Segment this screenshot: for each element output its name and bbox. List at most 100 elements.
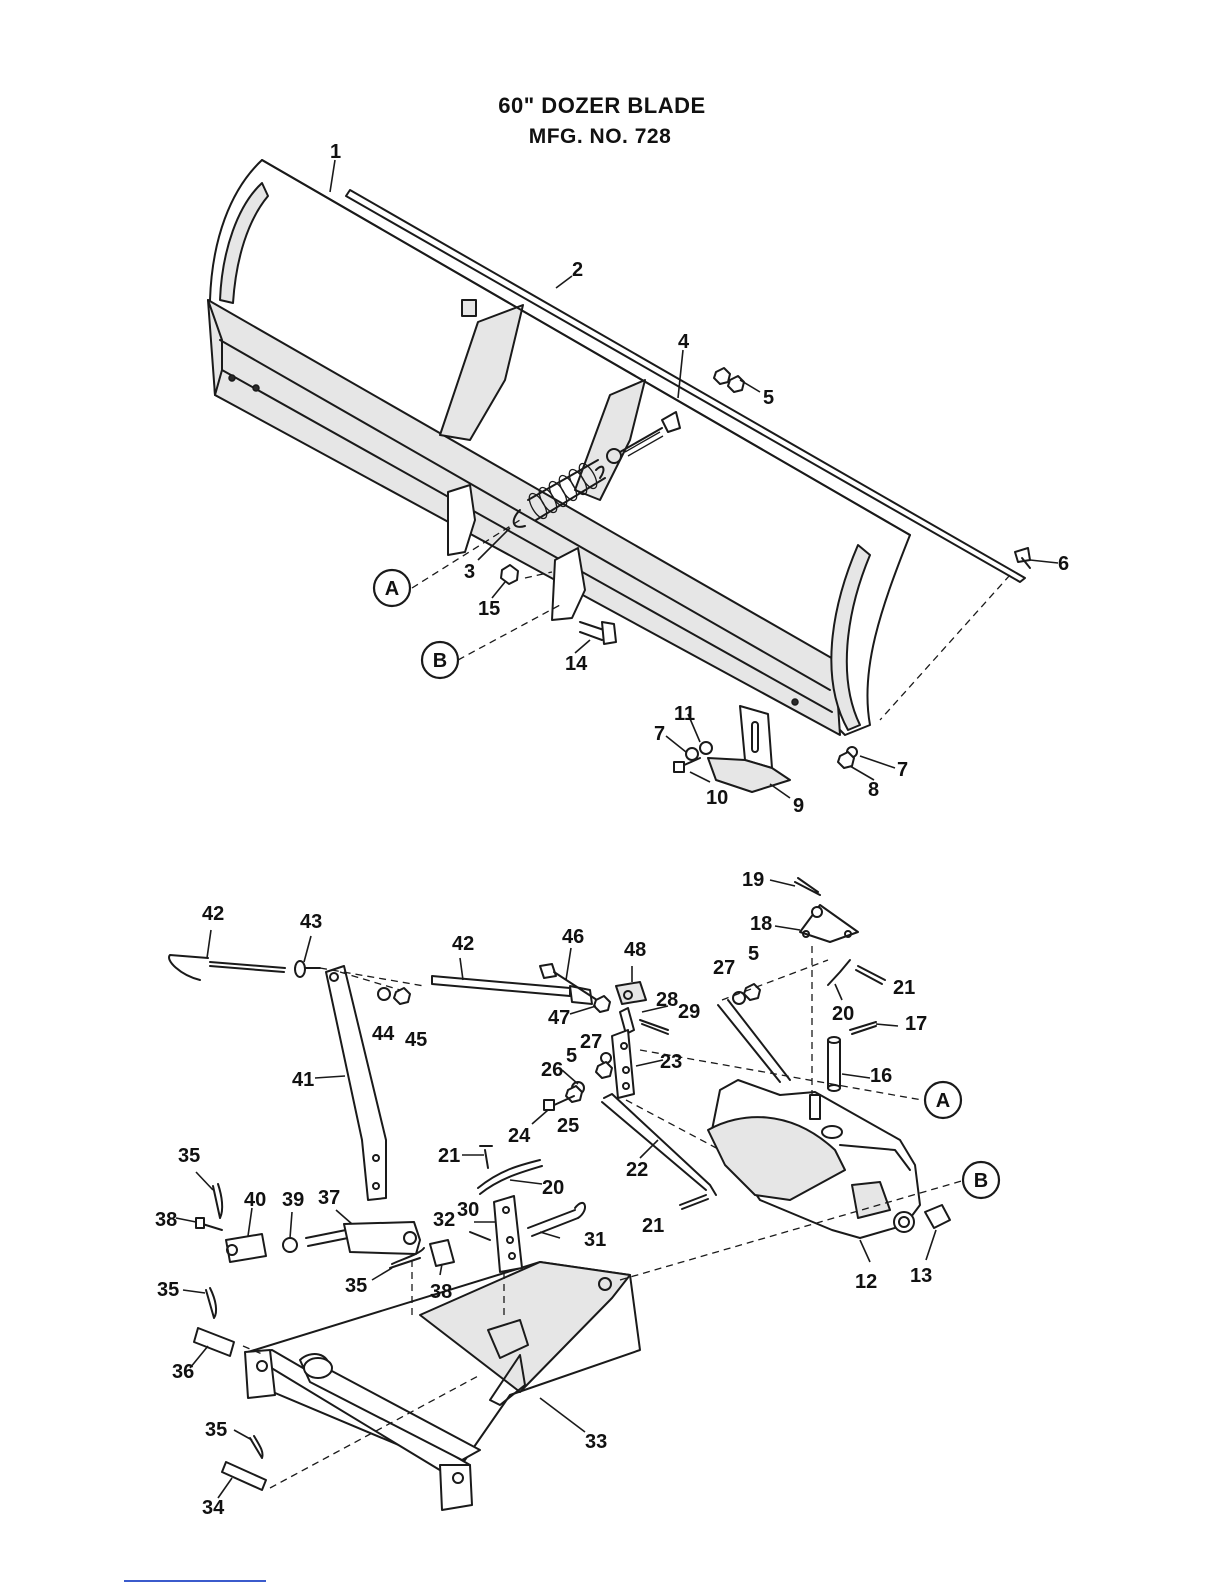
yoke-40: [226, 1234, 266, 1262]
clevis-pin-38-left: [196, 1218, 222, 1230]
lift-rod-hook: [169, 955, 285, 980]
clevis-pin-38-mid: [430, 1240, 454, 1266]
label-part-3: 3: [464, 561, 475, 583]
label-part-38-left: 38: [155, 1209, 177, 1231]
plow-bolt: [1015, 548, 1030, 568]
label-part-19: 19: [742, 869, 764, 891]
angle-link: [718, 1000, 790, 1082]
label-part-28: 28: [656, 989, 678, 1011]
bushing-13: [925, 1205, 950, 1228]
blade-clip: [462, 300, 476, 316]
bracket-23: [612, 1030, 634, 1098]
page-footer-rule: [124, 1580, 266, 1582]
label-part-40: 40: [244, 1189, 266, 1211]
blade-mount-bracket-a: [448, 485, 475, 555]
label-part-21-mid: 21: [438, 1145, 460, 1167]
label-part-14: 14: [565, 653, 588, 675]
pivot-pin: [828, 1037, 840, 1091]
label-part-25: 25: [557, 1115, 579, 1137]
callout-b-lower: B: [963, 1162, 999, 1198]
label-part-6: 6: [1058, 553, 1069, 575]
svg-text:B: B: [433, 650, 447, 672]
label-part-35-c: 35: [157, 1279, 179, 1301]
label-part-4: 4: [678, 331, 690, 353]
connecting-rod-22: [602, 1094, 716, 1195]
cotter-pin-19: [795, 878, 820, 895]
label-part-38-mid: 38: [430, 1281, 452, 1303]
label-part-42-left: 42: [202, 903, 224, 925]
hair-pin-35-c: [206, 1288, 216, 1318]
label-part-23: 23: [660, 1051, 682, 1073]
label-part-30: 30: [457, 1199, 479, 1221]
label-part-27-mid: 27: [580, 1031, 602, 1053]
label-part-47: 47: [548, 1007, 570, 1029]
label-part-21-upper: 21: [893, 977, 915, 999]
label-part-7-right: 7: [897, 759, 908, 781]
nuts: [714, 368, 744, 392]
label-part-5-mid: 5: [566, 1045, 577, 1067]
lift-arm: [326, 966, 386, 1200]
svg-text:A: A: [936, 1090, 950, 1112]
nut-39: [283, 1238, 297, 1252]
label-part-39: 39: [282, 1189, 304, 1211]
label-part-36: 36: [172, 1361, 194, 1383]
bolt-14: [580, 622, 616, 644]
cotter-pin-21-upper: [856, 966, 885, 984]
callout-b-upper: B: [422, 642, 458, 678]
label-part-35-b: 35: [345, 1275, 367, 1297]
label-part-8: 8: [868, 779, 879, 801]
label-part-11: 11: [674, 703, 695, 725]
label-part-1: 1: [330, 141, 341, 163]
nut-5-mid: [596, 1062, 612, 1078]
label-part-41: 41: [292, 1069, 314, 1091]
callout-a-upper: A: [374, 570, 410, 606]
blade-mount-bracket-b: [552, 548, 585, 620]
label-part-9: 9: [793, 795, 804, 817]
lock-handle-20: [828, 960, 850, 985]
callout-a-lower: A: [925, 1082, 961, 1118]
bolt-24: [544, 1096, 574, 1110]
label-part-21-lower: 21: [642, 1215, 664, 1237]
nut-15: [501, 565, 518, 584]
nut-45: [394, 988, 410, 1004]
label-part-32: 32: [433, 1209, 455, 1231]
label-part-31: 31: [584, 1229, 606, 1251]
label-part-7-left: 7: [654, 723, 665, 745]
pivot-casting: [708, 1080, 920, 1238]
label-part-18: 18: [750, 913, 772, 935]
pin-32: [470, 1232, 490, 1240]
label-part-24: 24: [508, 1125, 531, 1147]
label-part-45: 45: [405, 1029, 427, 1051]
label-part-20-upper: 20: [832, 1003, 854, 1025]
label-part-20-lower: 20: [542, 1177, 564, 1199]
label-part-26: 26: [541, 1059, 563, 1081]
latch-plate: [494, 1196, 522, 1272]
svg-text:A: A: [385, 578, 399, 600]
label-part-12: 12: [855, 1271, 877, 1293]
label-part-44: 44: [372, 1023, 395, 1045]
label-part-17: 17: [905, 1013, 927, 1035]
label-part-2: 2: [572, 259, 583, 281]
label-part-10: 10: [706, 787, 728, 809]
lift-clevis: [306, 1222, 420, 1254]
label-part-48: 48: [624, 939, 646, 961]
label-part-5-upper: 5: [748, 943, 759, 965]
label-part-37: 37: [318, 1187, 340, 1209]
label-part-35-d: 35: [205, 1419, 227, 1441]
label-part-5: 5: [763, 387, 774, 409]
label-part-15: 15: [478, 598, 500, 620]
label-part-43: 43: [300, 911, 322, 933]
lock-handle-20-lower: [478, 1146, 542, 1194]
latch-spring: [528, 1203, 585, 1236]
washer-44: [378, 988, 390, 1000]
label-part-34: 34: [202, 1497, 225, 1519]
dozer-blade-assembly: [208, 160, 910, 735]
label-part-33: 33: [585, 1431, 607, 1453]
pin-36: [194, 1328, 234, 1356]
label-part-22: 22: [626, 1159, 648, 1181]
pin-34: [222, 1462, 266, 1490]
label-part-16: 16: [870, 1065, 892, 1087]
skid-shoe: [708, 706, 790, 792]
